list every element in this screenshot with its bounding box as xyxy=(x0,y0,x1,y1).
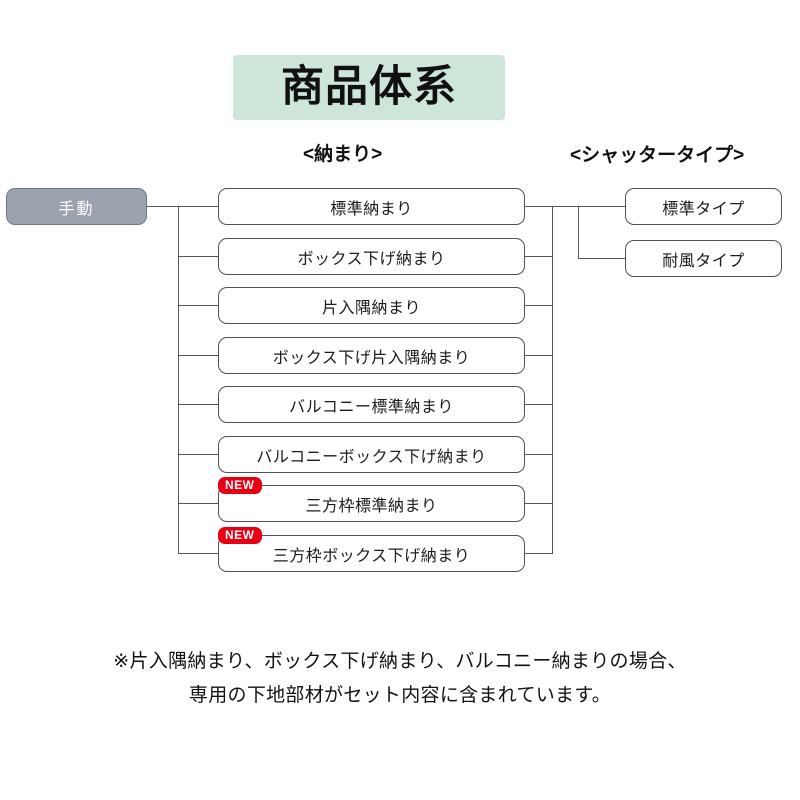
osamari-node-label: ボックス下げ片入隅納まり xyxy=(272,349,471,367)
shutter-node-label: 標準タイプ xyxy=(662,200,745,218)
shutter-node-2[interactable]: 耐風タイプ xyxy=(625,240,782,277)
connector-right-branch-8 xyxy=(524,553,553,554)
osamari-node-label: ボックス下げ納まり xyxy=(297,250,446,268)
connector-right-branch-4 xyxy=(524,355,553,356)
osamari-node-label: 標準納まり xyxy=(330,200,413,218)
connector-left-branch-5 xyxy=(178,404,219,405)
connector-right-branch-3 xyxy=(524,305,553,306)
connector-left-branch-6 xyxy=(178,454,219,455)
connector-shutter-branch-2 xyxy=(578,258,626,259)
connector-right-branch-2 xyxy=(524,256,553,257)
connector-right-trunk xyxy=(552,206,553,553)
osamari-node-label: 三方枠標準納まり xyxy=(305,497,438,515)
title-banner: 商品体系 xyxy=(233,55,505,120)
osamari-node-3[interactable]: 片入隅納まり xyxy=(218,287,525,324)
new-badge-node-8: NEW xyxy=(218,527,262,544)
osamari-node-label: バルコニー標準納まり xyxy=(289,398,454,416)
footnote-line-1: ※片入隅納まり、ボックス下げ納まり、バルコニー納まりの場合、 xyxy=(113,651,687,672)
connector-shutter-branch-1 xyxy=(578,206,626,207)
new-badge-node-7: NEW xyxy=(218,477,262,494)
connector-right-branch-6 xyxy=(524,454,553,455)
connector-right-branch-7 xyxy=(524,503,553,504)
column-header-shutter: <シャッタータイプ> xyxy=(570,145,745,166)
connector-right-branch-5 xyxy=(524,404,553,405)
root-node-manual[interactable]: 手動 xyxy=(6,188,147,225)
shutter-node-1[interactable]: 標準タイプ xyxy=(625,188,782,225)
connector-right-branch-1 xyxy=(524,206,553,207)
osamari-node-1[interactable]: 標準納まり xyxy=(218,188,525,225)
connector-shutter-trunk xyxy=(578,206,579,258)
root-node-label: 手動 xyxy=(58,200,95,218)
column-header-osamari: <納まり> xyxy=(303,144,383,165)
footnote: ※片入隅納まり、ボックス下げ納まり、バルコニー納まりの場合、 専用の下地部材がセ… xyxy=(0,645,800,713)
connector-root-out xyxy=(147,206,178,207)
connector-left-branch-4 xyxy=(178,355,219,356)
page-title: 商品体系 xyxy=(281,63,457,111)
connector-left-branch-8 xyxy=(178,553,219,554)
osamari-node-label: バルコニーボックス下げ納まり xyxy=(256,448,487,466)
osamari-node-8[interactable]: 三方枠ボックス下げ納まり xyxy=(218,535,525,572)
connector-left-branch-7 xyxy=(178,503,219,504)
osamari-node-label: 片入隅納まり xyxy=(321,299,421,317)
connector-left-branch-2 xyxy=(178,256,219,257)
osamari-node-6[interactable]: バルコニーボックス下げ納まり xyxy=(218,436,525,473)
connector-left-branch-1 xyxy=(178,206,219,207)
osamari-node-2[interactable]: ボックス下げ納まり xyxy=(218,238,525,275)
osamari-node-label: 三方枠ボックス下げ納まり xyxy=(272,547,471,565)
connector-left-trunk xyxy=(178,206,179,553)
shutter-node-label: 耐風タイプ xyxy=(662,252,745,270)
osamari-node-4[interactable]: ボックス下げ片入隅納まり xyxy=(218,337,525,374)
connector-shutter-feed xyxy=(552,206,579,207)
connector-left-branch-3 xyxy=(178,305,219,306)
osamari-node-7[interactable]: 三方枠標準納まり xyxy=(218,485,525,522)
osamari-node-5[interactable]: バルコニー標準納まり xyxy=(218,386,525,423)
footnote-line-2: 専用の下地部材がセット内容に含まれています。 xyxy=(188,685,612,706)
